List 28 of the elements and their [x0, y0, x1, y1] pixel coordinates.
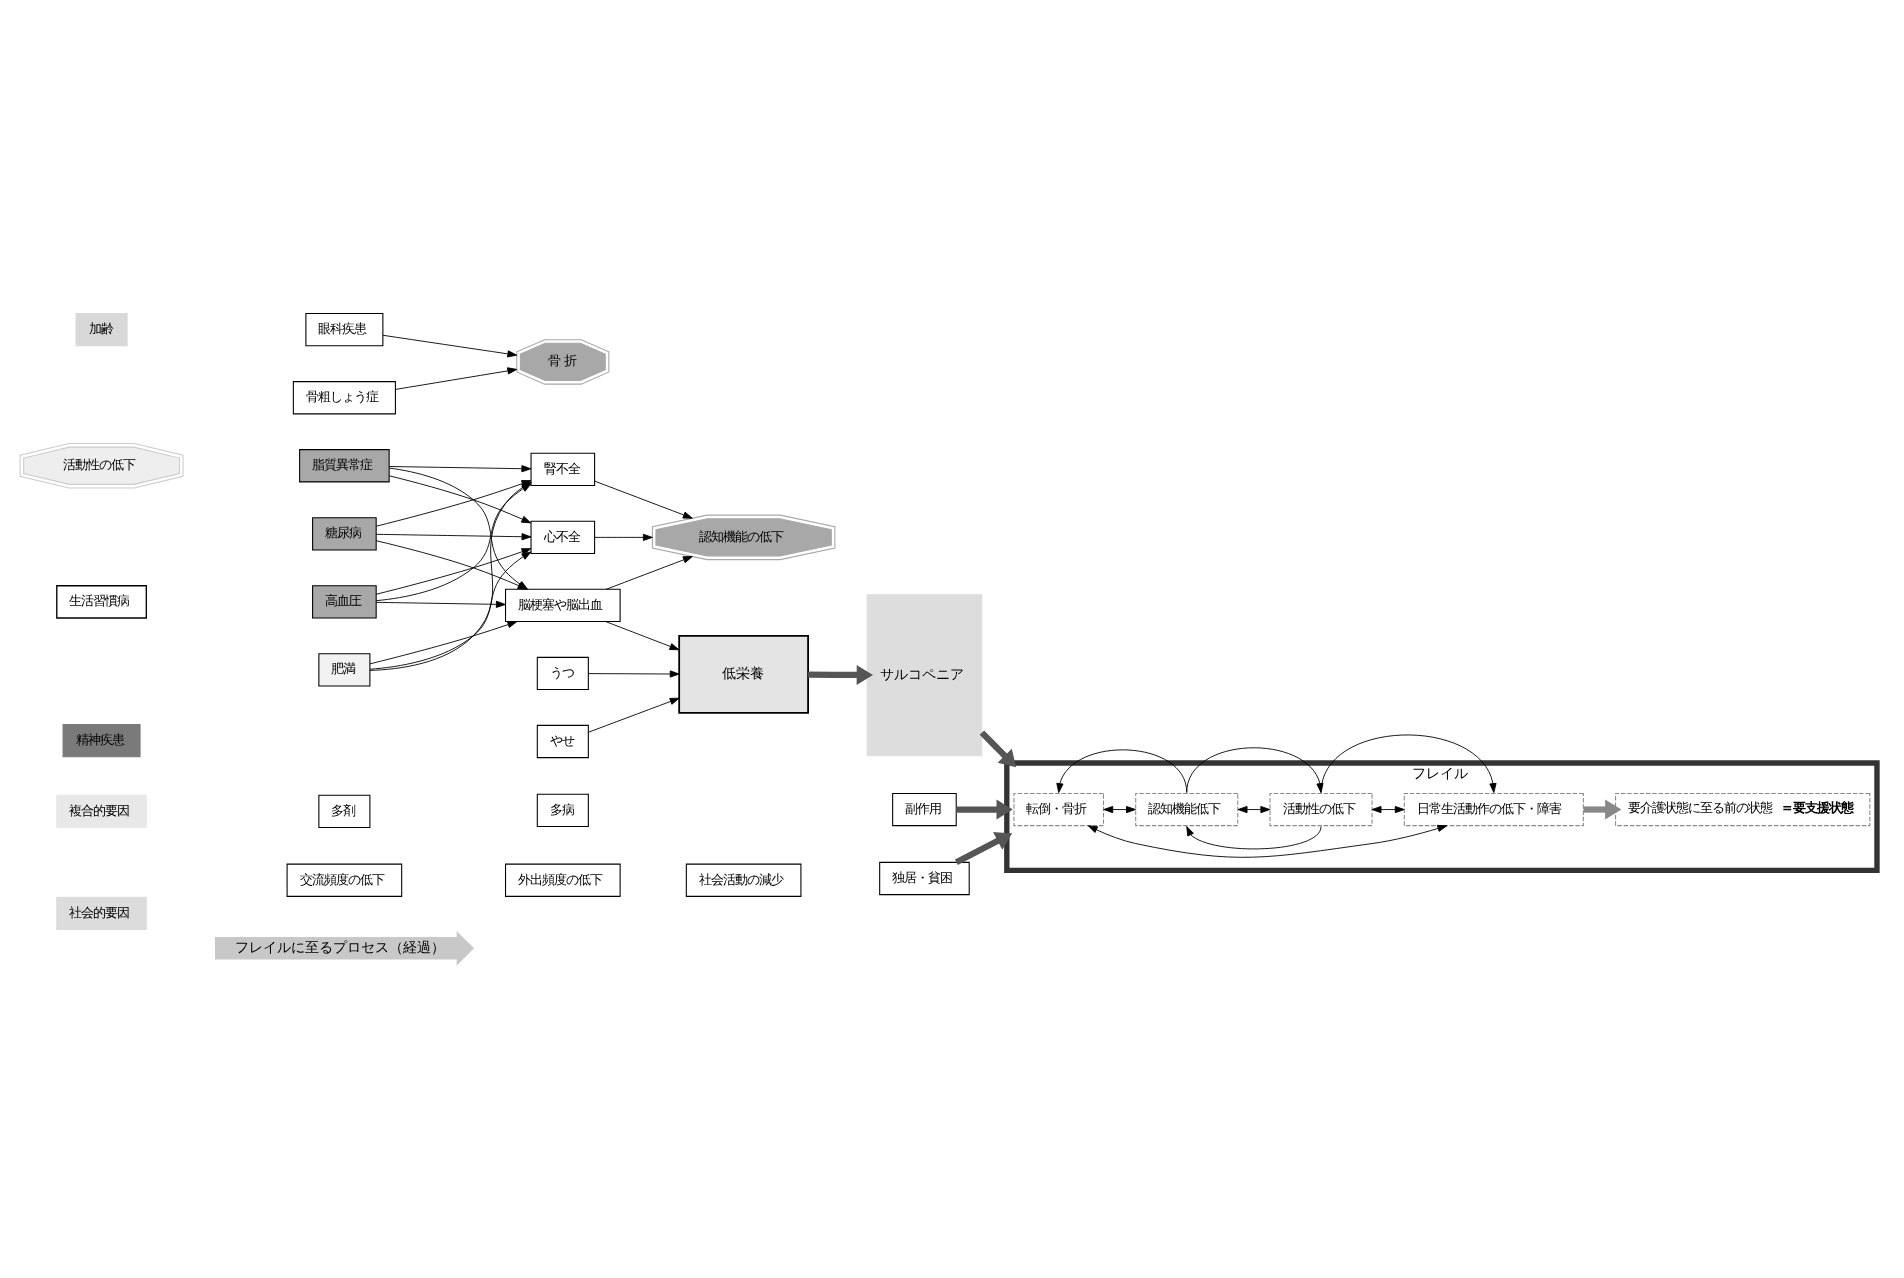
- arrow: [1320, 734, 1497, 793]
- arrow: [375, 540, 528, 590]
- arrow: [1056, 749, 1188, 793]
- arrow: [369, 551, 532, 670]
- arrow: [1583, 799, 1622, 820]
- arrow: [588, 697, 680, 733]
- arrow: [395, 367, 518, 390]
- arrow: [979, 730, 1017, 768]
- arrow: [954, 831, 1013, 866]
- arrow: [1237, 805, 1271, 814]
- arrow: [375, 548, 532, 595]
- arrow: [588, 670, 680, 678]
- arrow: [1103, 805, 1136, 814]
- arrow: [388, 467, 528, 590]
- arrow: [605, 556, 693, 590]
- arrow: [369, 621, 518, 665]
- arrow: [1087, 824, 1448, 858]
- arrow: [1371, 805, 1405, 814]
- arrow: [605, 621, 680, 651]
- arrow: [375, 533, 532, 541]
- arrow: [388, 465, 532, 473]
- arrow: [808, 664, 873, 685]
- arrow: [594, 533, 653, 541]
- arrow: [1186, 826, 1322, 850]
- arrow: [594, 480, 693, 519]
- arrow: [382, 334, 518, 358]
- arrow: [956, 799, 1013, 820]
- arrow: [375, 600, 506, 608]
